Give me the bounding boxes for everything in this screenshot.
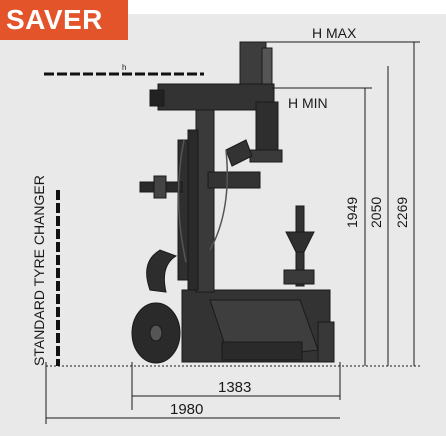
badge-label: SAVER xyxy=(6,4,103,35)
h-label: h xyxy=(122,63,126,72)
height-2269-label: 2269 xyxy=(394,197,410,228)
h-max-label: H MAX xyxy=(312,25,357,41)
height-1949-label: 1949 xyxy=(344,197,360,228)
width-1980-label: 1980 xyxy=(170,401,203,418)
saver-badge: SAVER xyxy=(0,0,128,40)
dimension-lines xyxy=(44,41,420,424)
tyre-changer-illustration xyxy=(131,41,335,364)
standard-tyre-changer-caption: STANDARD TYRE CHANGER xyxy=(31,175,47,366)
width-1383-label: 1383 xyxy=(218,379,251,396)
height-2050-label: 2050 xyxy=(368,197,384,228)
h-min-label: H MIN xyxy=(288,95,328,111)
